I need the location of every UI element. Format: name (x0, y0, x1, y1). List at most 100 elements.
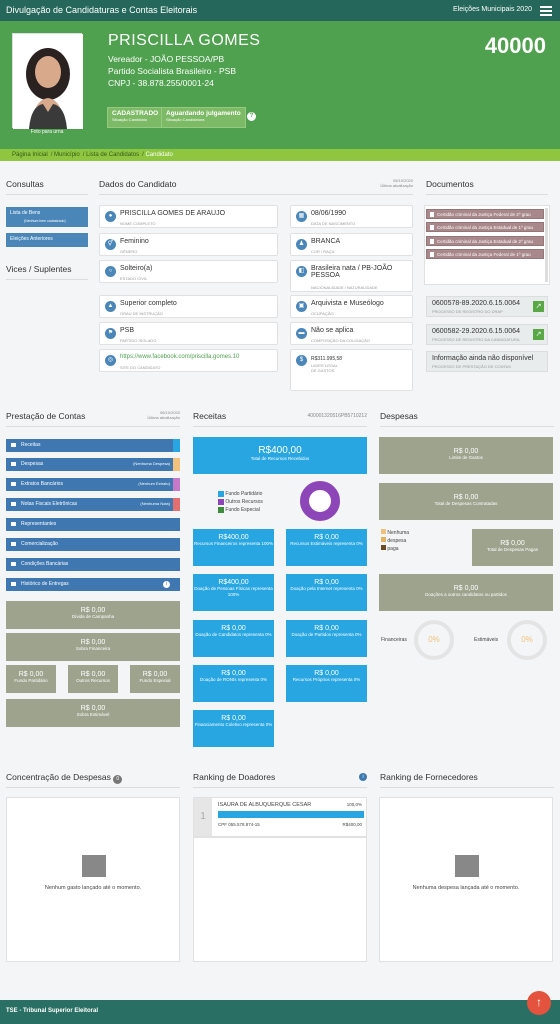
scrollbar[interactable] (545, 208, 548, 282)
breadcrumb-home[interactable]: Página Inicial (12, 152, 48, 158)
donor-progress-bar (218, 811, 364, 818)
button-label: Histórico de Entregas (21, 581, 69, 587)
card-value: R$ 0,00 (453, 585, 479, 592)
certidao-item[interactable]: Certidão criminal da Justiça Federal de … (426, 209, 544, 219)
receitas-id: 400001320516PB5710212 (307, 413, 367, 419)
dollar-icon: $ (296, 355, 307, 366)
comercializacao-button[interactable]: Comercialização (6, 538, 180, 551)
card-value: R$ 0,00 (80, 639, 106, 646)
globe-icon: ◎ (105, 355, 116, 366)
gauge-label: Estimáveis (474, 637, 499, 643)
folder-icon: ▬ (296, 328, 307, 339)
info-icon[interactable]: i (359, 773, 367, 781)
calendar-icon: ▦ (296, 211, 307, 222)
empty-message: Nenhum gasto lançado até o momento. (44, 885, 142, 891)
certidao-item[interactable]: Certidão criminal da Justiça Estadual de… (426, 222, 544, 232)
field-label: NOME COMPLETO (120, 221, 156, 226)
field-value: R$311.995,58 (311, 356, 343, 362)
breadcrumb-bar (0, 149, 560, 161)
scroll-top-button[interactable]: ↑ (527, 991, 551, 1015)
card-label: Doação de Partidos representa 0% (291, 632, 362, 637)
condicoes-button[interactable]: Condições Bancárias (6, 558, 180, 571)
despesas-button[interactable]: Despesas(Nenhuma Despesa) (6, 458, 180, 471)
card-value: R$400,00 (258, 445, 302, 456)
card-label: Doações a outros candidatos ou partidos (425, 592, 507, 597)
breadcrumb-municipio[interactable]: Município (54, 152, 80, 158)
card-label: Total de Despesas Contratadas (434, 501, 498, 506)
legend-item: Nenhuma (381, 529, 409, 537)
extratos-button[interactable]: Extratos Bancários(Nenhum Extrato) (6, 478, 180, 491)
field-label: LIMITE LEGAL DE GASTOS (311, 363, 338, 373)
card-label: Doação de RONIs representa 0% (199, 677, 268, 682)
dados-date-label: Última atualização (380, 183, 413, 188)
ranking-doador-item[interactable]: 1 ISAURA DE ALBUQUERQUE CESAR 100,0% CPF… (193, 797, 367, 837)
status-badge-candidate: CADASTRADO Situação Candidato (107, 107, 164, 128)
field-value: Brasileira nata / PB-JOÃO PESSOA (311, 265, 393, 279)
field-label: SITE DO CANDIDATO (120, 365, 161, 370)
map-icon: ◧ (296, 266, 307, 277)
card-value: R$ 0,00 (500, 540, 525, 547)
legend-item: Fundo Partidário (218, 490, 263, 498)
card-label: Sobra Financeira (75, 646, 111, 651)
top-bar: Divulgação de Candidaturas e Contas Elei… (0, 0, 560, 21)
historico-button[interactable]: Histórico de Entregas i (6, 578, 180, 591)
election-label: Eleições Municipais 2020 (453, 6, 532, 13)
status-label: Situação Candidatura (166, 117, 205, 122)
external-link-icon[interactable]: ↗ (533, 329, 544, 340)
menu-icon[interactable] (540, 6, 552, 16)
candidate-name: PRISCILLA GOMES (108, 32, 261, 49)
representantes-button[interactable]: Representantes (6, 518, 180, 531)
breadcrumb-list[interactable]: Lista de Candidatos (86, 152, 140, 158)
button-label: Extratos Bancários (21, 481, 63, 487)
card-value: R$ 0,00 (221, 625, 246, 632)
color-strip (173, 439, 180, 452)
ranking-doadores-panel (193, 837, 367, 962)
card-value: R$ 0,00 (80, 705, 106, 712)
empty-message: Nenhuma despesa lançada até o momento. (412, 885, 520, 891)
flag-icon: ⚑ (105, 328, 116, 339)
receitas-donut-chart (300, 481, 340, 521)
prestacao-date: 06/10/2020 (159, 410, 180, 415)
field-value: PSB (120, 327, 135, 334)
external-link-icon[interactable]: ↗ (533, 301, 544, 312)
person-icon: ♟ (296, 239, 307, 250)
field-value: Não se aplica (311, 327, 354, 334)
despesas-title: Despesas (380, 411, 418, 421)
info-icon[interactable]: i (163, 581, 170, 588)
consultas-title: Consultas (6, 179, 44, 189)
eleicoes-anteriores-button[interactable]: Eleições Anteriores (6, 233, 88, 247)
certidao-item[interactable]: Certidão criminal da Justiça Estadual de… (426, 236, 544, 246)
lista-bens-button[interactable]: Lista de Bens (Nenhum bem cadastrado) (6, 207, 88, 227)
footer: TSE - Tribunal Superior Eleitoral (0, 1000, 560, 1024)
footer-text: TSE - Tribunal Superior Eleitoral (6, 1008, 99, 1014)
receitas-button[interactable]: Receitas (6, 439, 180, 452)
notas-button[interactable]: Notas Fiscais Eletrônicas(Nenhuma Nota) (6, 498, 180, 511)
legend-item: paga (381, 545, 409, 553)
rank-number: 1 (194, 798, 212, 836)
button-label: Notas Fiscais Eletrônicas (21, 501, 78, 507)
fornecedores-panel: Nenhuma despesa lançada até o momento. (379, 797, 553, 962)
button-label: Representantes (21, 521, 57, 527)
certidao-item[interactable]: Certidão criminal da Justiça Federal de … (426, 249, 544, 259)
help-icon[interactable]: ? (247, 112, 256, 121)
button-label: Comercialização (21, 541, 58, 547)
card-label: Recursos Estimáveis representa 0% (290, 541, 363, 546)
divider (6, 194, 88, 195)
process-label: PROCESSO DE REGISTRO DA CANDIDATURA (432, 337, 520, 342)
process-number: Informação ainda não disponível (432, 355, 534, 362)
card-value: R$ 0,00 (221, 670, 246, 677)
site-link[interactable]: https://www.facebook.com/priscilla.gomes… (120, 354, 240, 360)
documentos-title: Documentos (426, 179, 474, 189)
app-title: Divulgação de Candidaturas e Contas Elei… (6, 5, 198, 15)
card-label: Doação de Pessoas Físicas representa 100… (194, 586, 273, 597)
